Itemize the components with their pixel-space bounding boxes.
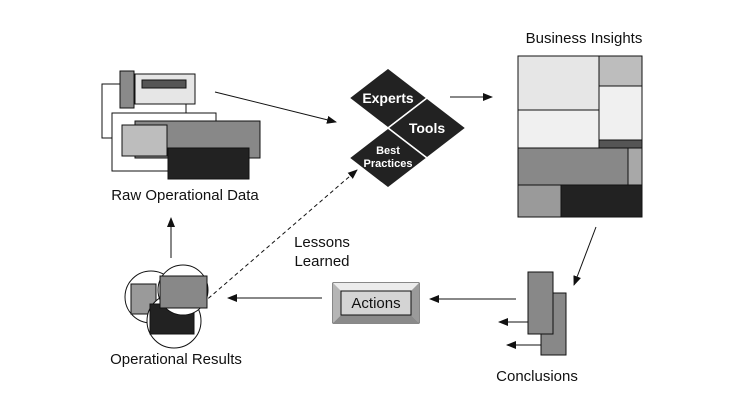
actions-label: Actions xyxy=(351,295,400,312)
business-insights-graphic xyxy=(517,55,643,218)
arrow-raw-to-experts xyxy=(214,91,337,124)
actions-node: Actions xyxy=(332,282,420,324)
lessons-learned-label-line2: Learned xyxy=(294,253,349,270)
raw-data-label: Raw Operational Data xyxy=(111,187,259,204)
best-practices-label-line2: Practices xyxy=(364,158,413,170)
operational-results-label: Operational Results xyxy=(110,351,242,368)
experts-label: Experts xyxy=(362,90,414,106)
arrow-insights-to-conclusions xyxy=(573,226,597,286)
tools-label: Tools xyxy=(409,120,446,136)
arrow-lessons-learned-feedback xyxy=(202,169,358,304)
best-practices-label-line1: Best xyxy=(376,145,400,157)
business-insights-label: Business Insights xyxy=(526,30,643,47)
lessons-learned-label-line1: Lessons xyxy=(294,234,350,251)
operational-results-graphic xyxy=(124,264,209,349)
conclusions-label: Conclusions xyxy=(496,368,578,385)
best-practices-node: Best Practices xyxy=(347,127,429,189)
conclusions-graphic xyxy=(498,271,567,356)
raw-data-graphic xyxy=(101,70,261,180)
